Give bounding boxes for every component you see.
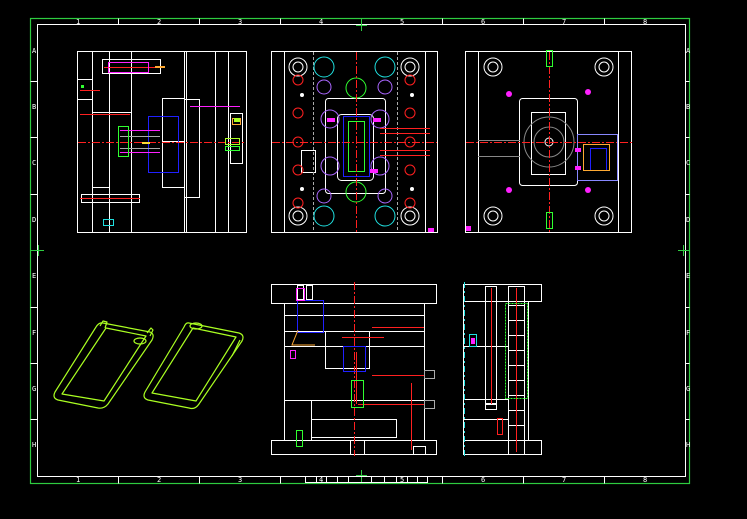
zone-col-7-bottom: 7	[562, 476, 567, 484]
zone-col-8-bottom: 8	[643, 476, 648, 484]
zone-row-d-left: D	[32, 216, 37, 224]
zone-row-a-right: A	[686, 47, 691, 55]
zone-row-c-right: C	[686, 159, 691, 167]
zone-col-1-bottom: 1	[76, 476, 81, 484]
zone-row-b-left: B	[32, 103, 37, 111]
zone-row-f-left: F	[32, 329, 37, 337]
zone-row-h-right: H	[686, 441, 691, 449]
zone-row-c-left: C	[32, 159, 37, 167]
title-strip	[305, 476, 428, 483]
zone-col-2-top: 2	[157, 18, 162, 26]
centering-marks	[31, 19, 690, 483]
zone-col-5-bottom: 5	[400, 476, 405, 484]
zone-col-6-bottom: 6	[481, 476, 486, 484]
zone-col-7-top: 7	[562, 18, 567, 26]
zone-row-f-right: F	[686, 329, 691, 337]
zone-row-d-right: D	[686, 216, 691, 224]
zone-col-2-bottom: 2	[157, 476, 162, 484]
zone-row-e-left: E	[32, 272, 37, 280]
zone-row-b-right: B	[686, 103, 691, 111]
zone-col-4-top: 4	[319, 18, 324, 26]
zone-col-3-top: 3	[238, 18, 243, 26]
zone-row-g-left: G	[32, 385, 37, 393]
zone-row-h-left: H	[32, 441, 37, 449]
zone-col-8-top: 8	[643, 18, 648, 26]
zone-row-g-right: G	[686, 385, 691, 393]
zone-col-1-top: 1	[76, 18, 81, 26]
zone-col-6-top: 6	[481, 18, 486, 26]
zone-row-a-left: A	[32, 47, 37, 55]
zone-col-4-bottom: 4	[319, 476, 324, 484]
zone-row-e-right: E	[686, 272, 691, 280]
zone-col-5-top: 5	[400, 18, 405, 26]
zone-col-3-bottom: 3	[238, 476, 243, 484]
